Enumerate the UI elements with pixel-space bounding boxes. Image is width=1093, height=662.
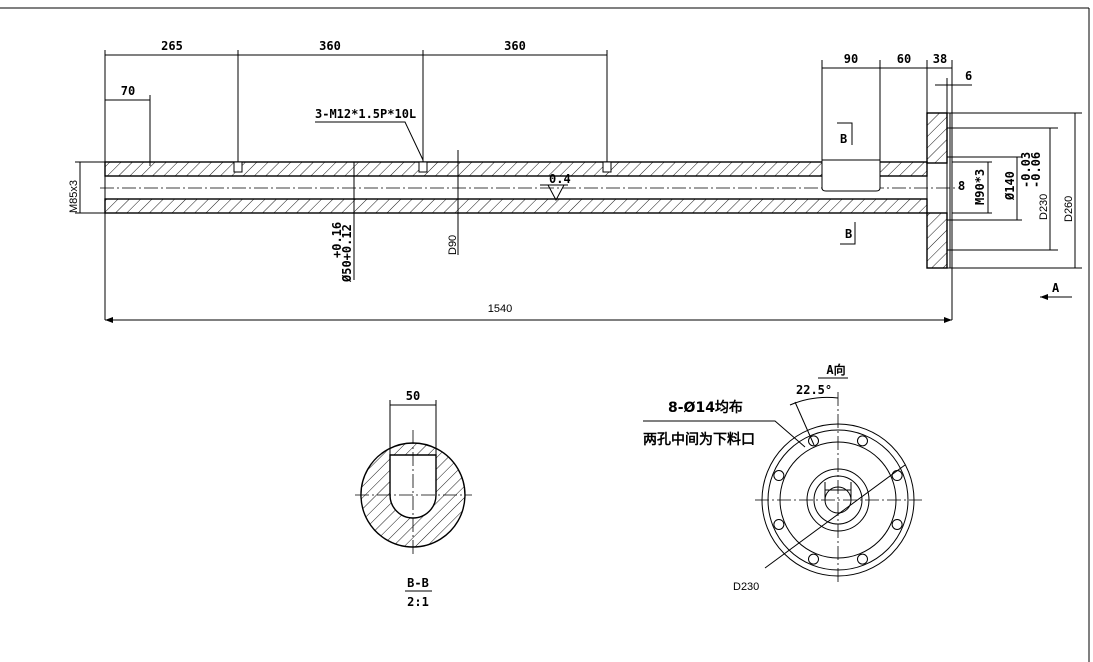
bore-dia-label: Ø50+0.12 bbox=[340, 224, 354, 283]
drawing-frame bbox=[0, 7, 1090, 662]
bolt-hole bbox=[891, 470, 903, 482]
dim-360-a: 360 bbox=[319, 39, 341, 53]
thread-note: 3-M12*1.5P*10L bbox=[315, 107, 416, 121]
dim-90: 90 bbox=[844, 52, 858, 66]
bolt-hole bbox=[891, 518, 903, 530]
section-title: B-B bbox=[407, 576, 429, 590]
outer-dia-label: D90 bbox=[447, 235, 459, 255]
dim-50: 50 bbox=[406, 389, 420, 403]
bolt-hole bbox=[856, 435, 868, 447]
total-length: 1540 bbox=[488, 303, 512, 315]
view-mark-a: A bbox=[1052, 281, 1060, 295]
shaft-main-view bbox=[100, 60, 1082, 320]
view-a-title: A向 bbox=[826, 362, 845, 377]
bolt-hole bbox=[856, 553, 868, 565]
bolt-hole bbox=[808, 435, 820, 447]
view-a: A向 22.5° 8-Ø14均布 两孔中间为下料口 D230 bbox=[643, 362, 922, 593]
dimensions-main: 265 360 360 70 3-M12*1.5P*10L M85x3 Ø50+… bbox=[68, 39, 1076, 323]
bolt-hole bbox=[808, 553, 820, 565]
holes-note-2: 两孔中间为下料口 bbox=[643, 431, 755, 448]
dim-265: 265 bbox=[161, 39, 183, 53]
dia-230-label: D230 bbox=[1038, 194, 1050, 220]
section-mark-bottom: B bbox=[845, 227, 852, 241]
dim-38: 38 bbox=[933, 52, 947, 66]
dia-140-label: Ø140 bbox=[1003, 171, 1017, 201]
dim-6: 6 bbox=[965, 69, 972, 83]
section-bb: 50 B-B 2:1 bbox=[355, 389, 472, 609]
section-mark-top: B bbox=[840, 132, 847, 146]
dim-360-b: 360 bbox=[504, 39, 526, 53]
dim-70: 70 bbox=[121, 84, 135, 98]
roughness-value: 0.4 bbox=[549, 172, 571, 186]
bolt-hole bbox=[773, 518, 785, 530]
thread-right-label: M90*3 bbox=[973, 169, 987, 205]
dia-230-tol-upper: -0.03 bbox=[1019, 152, 1033, 188]
roughness-symbol bbox=[540, 184, 568, 202]
thread-left-label: M85x3 bbox=[68, 180, 80, 213]
section-scale: 2:1 bbox=[407, 595, 429, 609]
dia-260-label: D260 bbox=[1063, 196, 1075, 222]
dim-60: 60 bbox=[897, 52, 911, 66]
dim-8: 8 bbox=[958, 179, 965, 193]
bolt-hole bbox=[773, 470, 785, 482]
holes-note: 8-Ø14均布 bbox=[668, 399, 743, 416]
bore-tol-upper: +0.16 bbox=[330, 222, 344, 258]
angle-label: 22.5° bbox=[796, 383, 832, 397]
dia-230-tol-lower: -0.06 bbox=[1029, 152, 1043, 188]
pcd-label: D230 bbox=[733, 581, 759, 593]
